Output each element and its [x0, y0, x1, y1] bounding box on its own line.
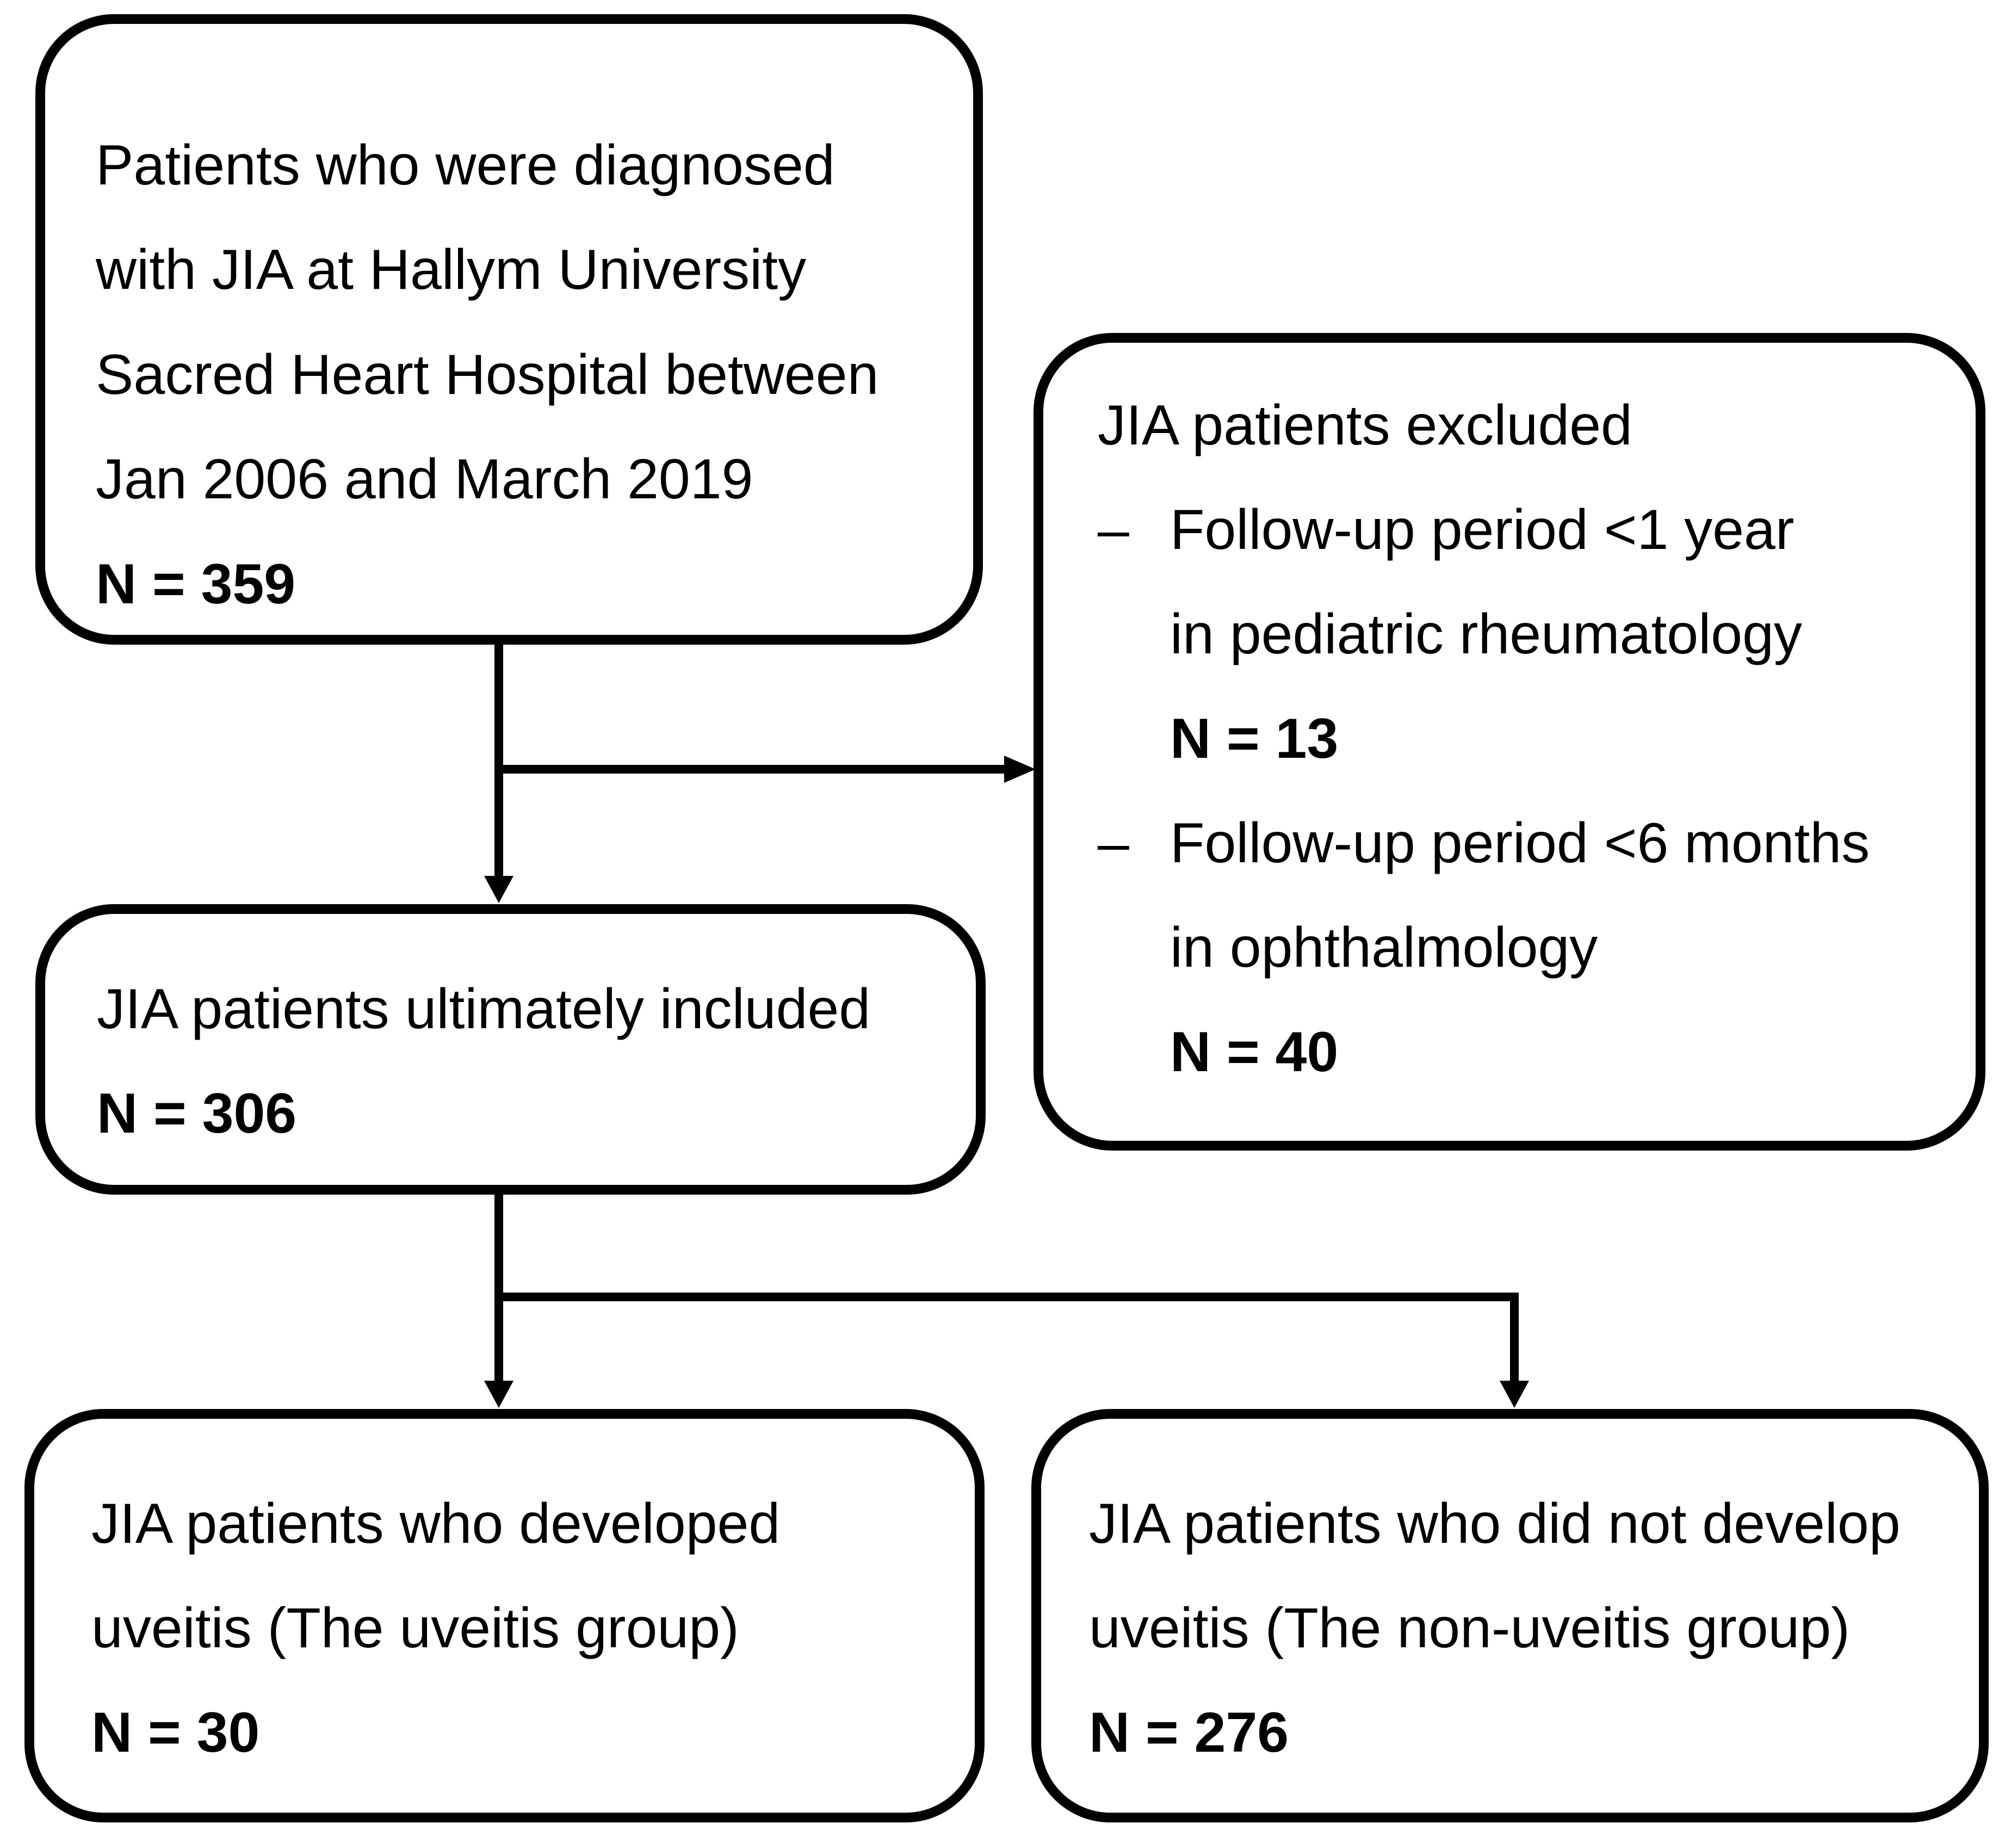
arrowhead-into-uveitis — [484, 1381, 513, 1408]
source-line-2: with JIA at Hallym University — [96, 238, 807, 301]
connector-split-horizontal — [494, 1293, 1519, 1301]
uveitis-line-2: uveitis (The uveitis group) — [91, 1597, 739, 1660]
excluded-bullet-1-line-1: Follow-up period <1 year — [1170, 498, 1794, 561]
included-line-1: JIA patients ultimately included — [97, 978, 871, 1041]
excluded-bullet-1-dash: – — [1098, 498, 1129, 561]
box-non-uveitis-group: JIA patients who did not develop uveitis… — [1031, 1409, 1989, 1822]
non-uveitis-line-1: JIA patients who did not develop — [1089, 1492, 1901, 1555]
source-line-4: Jan 2006 and March 2019 — [96, 448, 753, 511]
excluded-bullet-2-count: N = 40 — [1170, 1021, 1339, 1084]
uveitis-line-1: JIA patients who developed — [91, 1492, 781, 1555]
included-count: N = 306 — [97, 1082, 297, 1145]
connector-source-to-included — [494, 645, 503, 878]
excluded-title: JIA patients excluded — [1098, 394, 1632, 457]
excluded-bullet-2-line-2: in ophthalmology — [1170, 916, 1598, 979]
non-uveitis-count: N = 276 — [1089, 1701, 1289, 1764]
arrowhead-into-non-uveitis — [1500, 1381, 1529, 1408]
arrowhead-into-included — [484, 876, 513, 903]
connector-split-to-non-uveitis — [1510, 1293, 1519, 1381]
source-count: N = 359 — [96, 553, 296, 616]
connector-branch-to-excluded — [494, 765, 1004, 774]
excluded-bullet-1-line-2: in pediatric rheumatology — [1170, 603, 1802, 666]
arrowhead-into-excluded — [1004, 756, 1036, 783]
excluded-bullet-2-line-1: Follow-up period <6 months — [1170, 812, 1870, 875]
box-uveitis-group: JIA patients who developed uveitis (The … — [24, 1409, 985, 1822]
non-uveitis-line-2: uveitis (The non-uveitis group) — [1089, 1597, 1850, 1660]
connector-included-to-uveitis — [494, 1195, 503, 1381]
box-source-population: Patients who were diagnosed with JIA at … — [35, 14, 983, 645]
uveitis-count: N = 30 — [91, 1701, 260, 1764]
box-included: JIA patients ultimately included N = 306 — [35, 904, 986, 1195]
excluded-bullet-1-count: N = 13 — [1170, 707, 1339, 770]
excluded-bullet-2-dash: – — [1098, 812, 1129, 875]
source-line-3: Sacred Heart Hospital between — [96, 343, 879, 406]
box-excluded: JIA patients excluded – Follow-up period… — [1034, 333, 1985, 1151]
source-line-1: Patients who were diagnosed — [96, 134, 835, 197]
